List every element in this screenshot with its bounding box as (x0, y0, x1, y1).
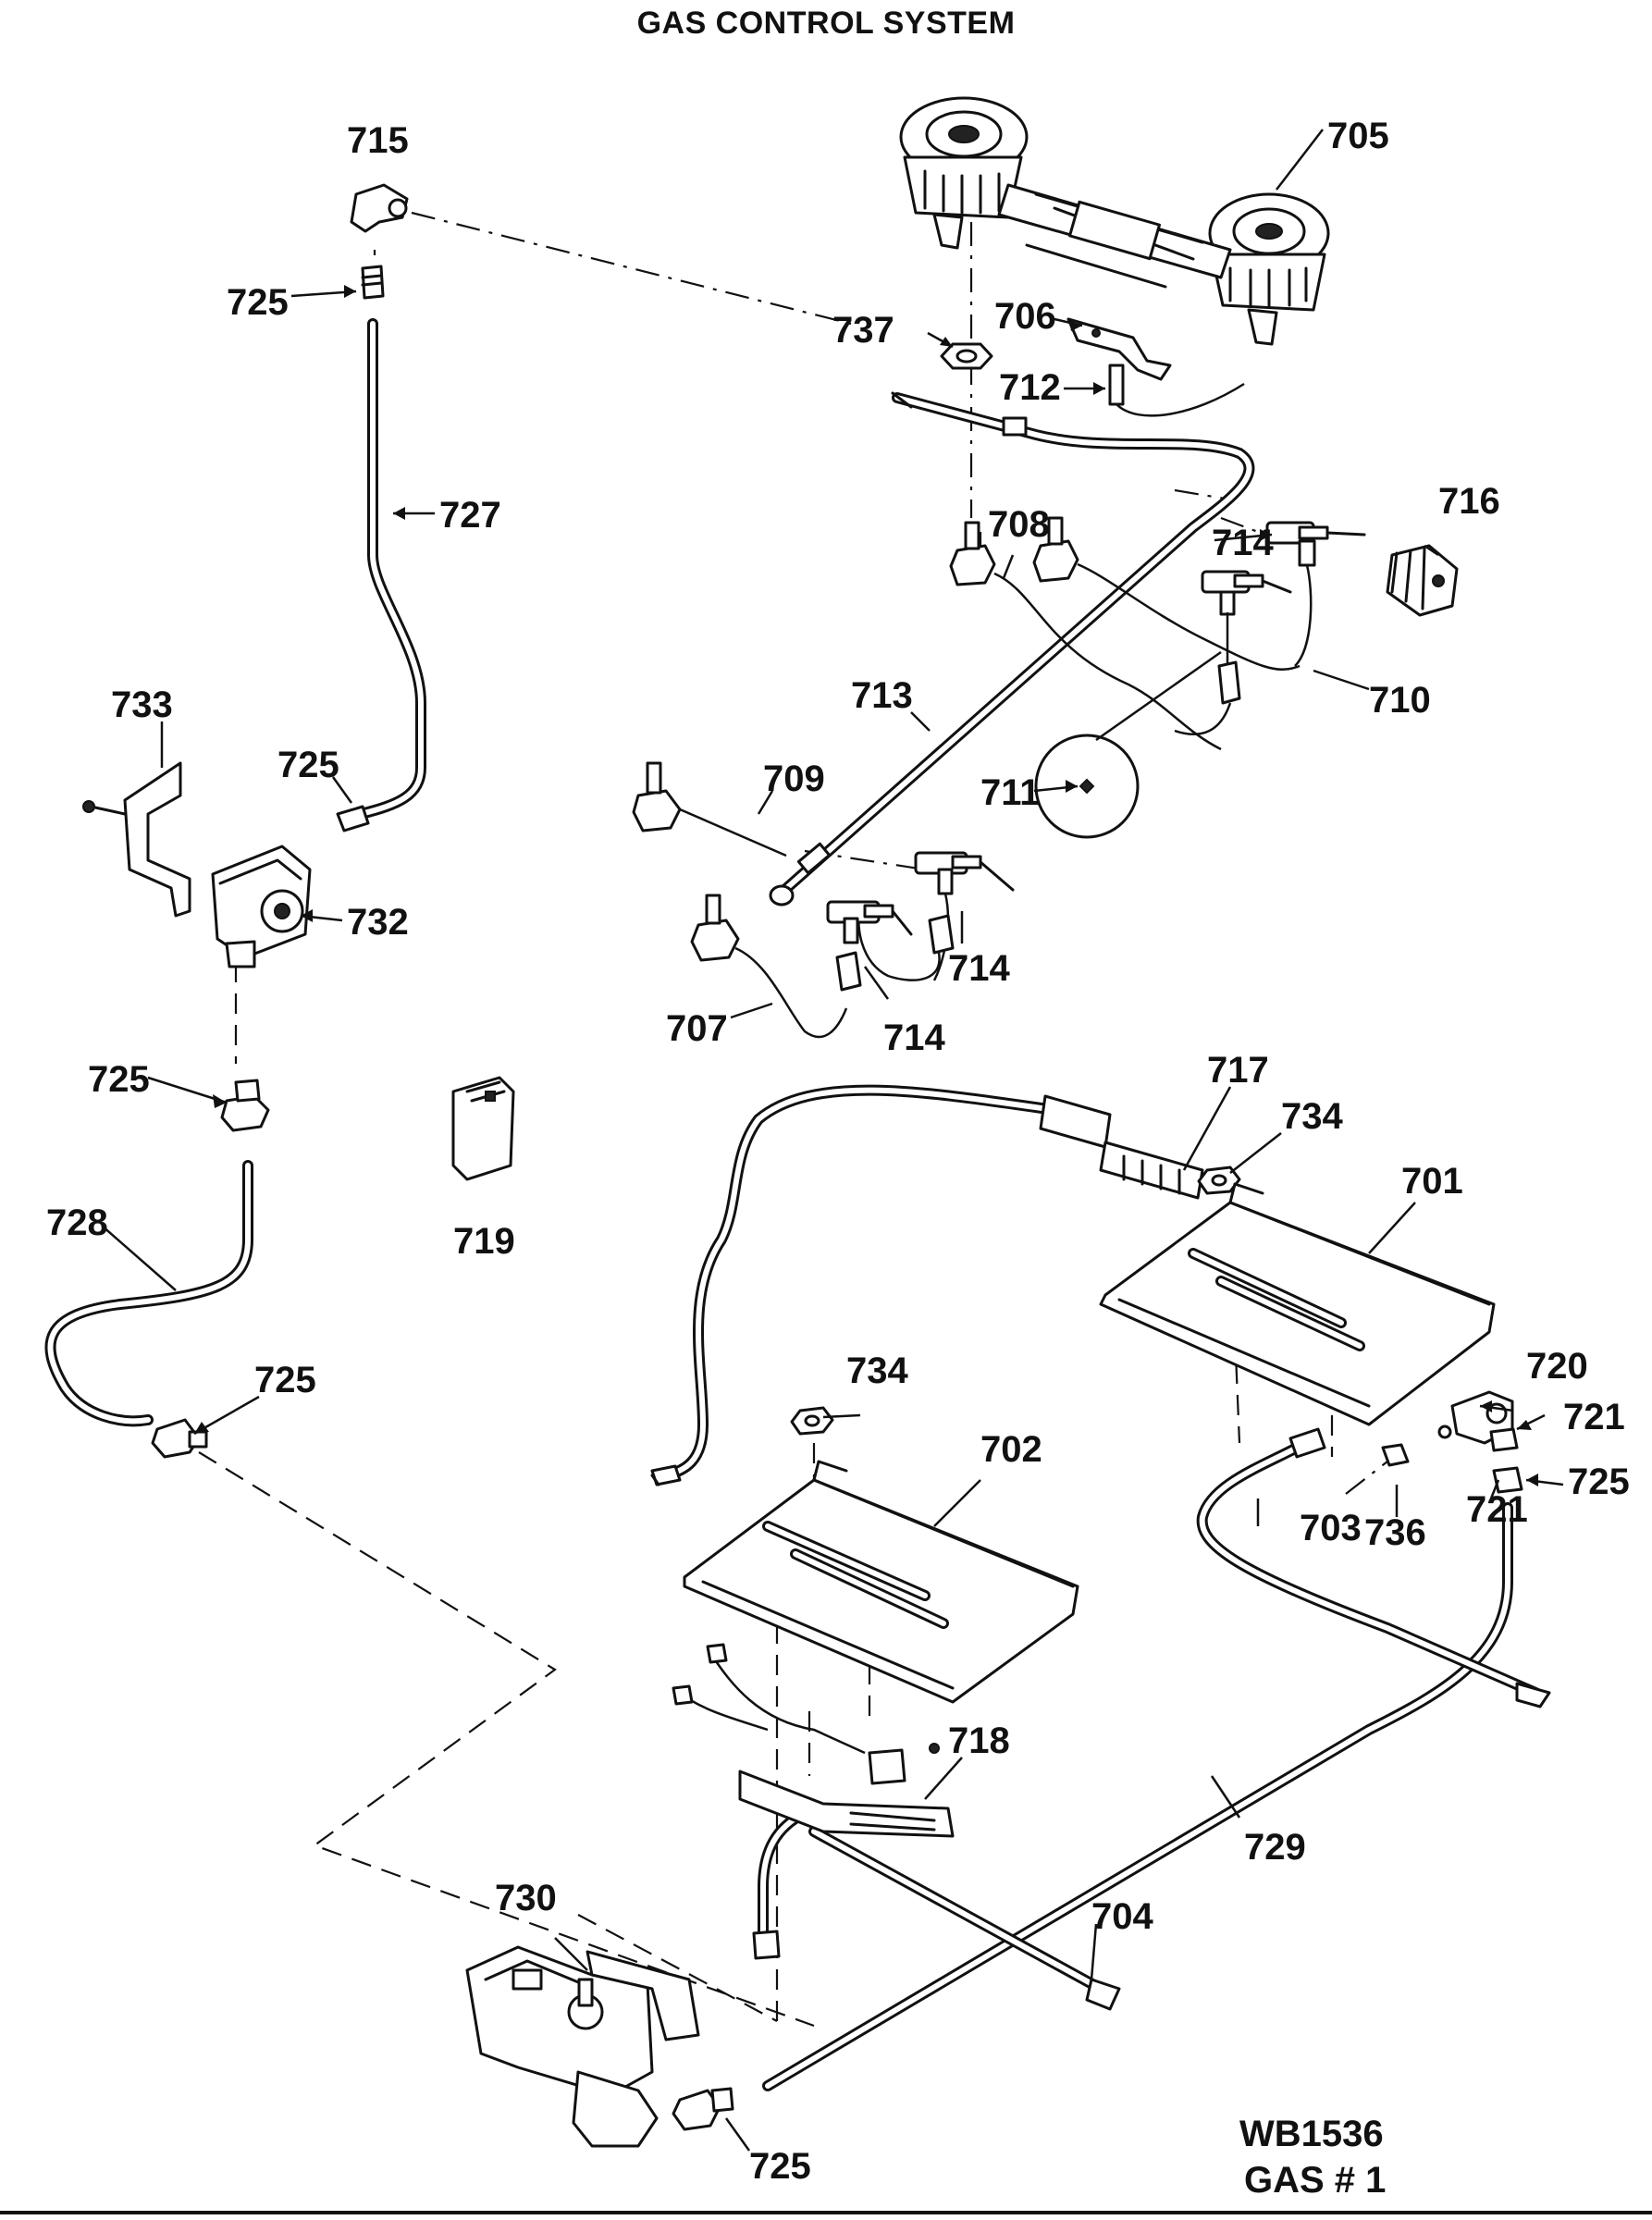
burner-valves-lower (632, 761, 1015, 1039)
label-714-upper: 714 (1212, 523, 1274, 563)
label-714-lower: 714 (883, 1018, 945, 1058)
top-burner-assembly (899, 96, 1330, 346)
label-729: 729 (1244, 1827, 1306, 1868)
label-706: 706 (994, 296, 1056, 337)
ignition-pin (1108, 364, 1245, 417)
label-725-left: 725 (88, 1059, 150, 1100)
label-701: 701 (1401, 1161, 1463, 1202)
part-number-labels: 705 715 725 706 737 712 727 708 716 714 … (46, 116, 1630, 2201)
oven-burner-upper (1099, 1182, 1496, 1426)
label-727: 727 (439, 495, 501, 536)
burner-cap-disc (1034, 650, 1222, 839)
label-708: 708 (988, 504, 1050, 545)
label-711: 711 (980, 772, 1041, 813)
gas-manifold-pipe (769, 391, 1255, 906)
label-714-right: 714 (948, 948, 1010, 989)
thermostat-valves-upper (1174, 521, 1366, 735)
label-719: 719 (453, 1221, 515, 1262)
label-717: 717 (1207, 1050, 1269, 1091)
label-736: 736 (1364, 1512, 1426, 1553)
drawing-code: WB1536 (1239, 2114, 1384, 2154)
oven-igniter (672, 1643, 955, 1838)
pressure-regulator (211, 845, 312, 968)
bottom-rule (0, 2211, 1652, 2214)
label-725-mid: 725 (277, 745, 339, 785)
label-734-lower: 734 (846, 1350, 908, 1391)
label-725-right: 725 (1568, 1462, 1630, 1502)
label-721-lower: 721 (1466, 1489, 1528, 1530)
label-725-lowleft: 725 (254, 1360, 316, 1400)
label-703: 703 (1300, 1508, 1362, 1548)
leader-lines (101, 129, 1564, 2152)
upper-tube-assembly (336, 183, 426, 832)
label-704: 704 (1091, 1896, 1153, 1937)
sheet-number: GAS # 1 (1244, 2160, 1386, 2201)
label-725-top: 725 (227, 282, 289, 323)
label-720: 720 (1526, 1346, 1588, 1387)
label-709: 709 (763, 758, 825, 799)
label-705: 705 (1327, 116, 1389, 156)
label-721-upper: 721 (1563, 1397, 1625, 1437)
ignition-cable-harness (650, 1084, 1204, 1486)
label-725-bottom: 725 (749, 2146, 811, 2187)
label-732: 732 (347, 902, 409, 943)
diagram-title: GAS CONTROL SYSTEM (636, 6, 1016, 41)
label-737: 737 (832, 310, 894, 351)
label-716: 716 (1438, 481, 1500, 522)
regulator-inlet-tube (44, 1079, 270, 1459)
right-fittings (762, 1390, 1523, 2091)
burner-supply-tubes (752, 1427, 1551, 2011)
leader-arrows (194, 285, 1538, 1486)
oven-burner-lower (683, 1460, 1079, 1704)
label-707: 707 (666, 1008, 728, 1049)
label-713: 713 (851, 675, 913, 716)
label-712: 712 (999, 367, 1061, 408)
ignition-module (451, 1076, 515, 1181)
label-702: 702 (980, 1429, 1042, 1470)
igniter-switch-block (1386, 544, 1459, 617)
label-715: 715 (347, 120, 409, 161)
burner-valves-upper (949, 516, 1301, 751)
label-730: 730 (495, 1878, 557, 1918)
label-710: 710 (1369, 680, 1431, 721)
burner-bracket (1066, 317, 1172, 381)
regulator-bracket (82, 761, 191, 918)
burner-nuts (790, 1166, 1241, 1436)
label-718: 718 (948, 1720, 1010, 1761)
label-734-upper: 734 (1281, 1096, 1343, 1137)
oven-gas-valve (465, 1945, 734, 2148)
orifice-nut (940, 342, 993, 370)
label-733: 733 (111, 684, 173, 725)
label-728: 728 (46, 1202, 108, 1243)
